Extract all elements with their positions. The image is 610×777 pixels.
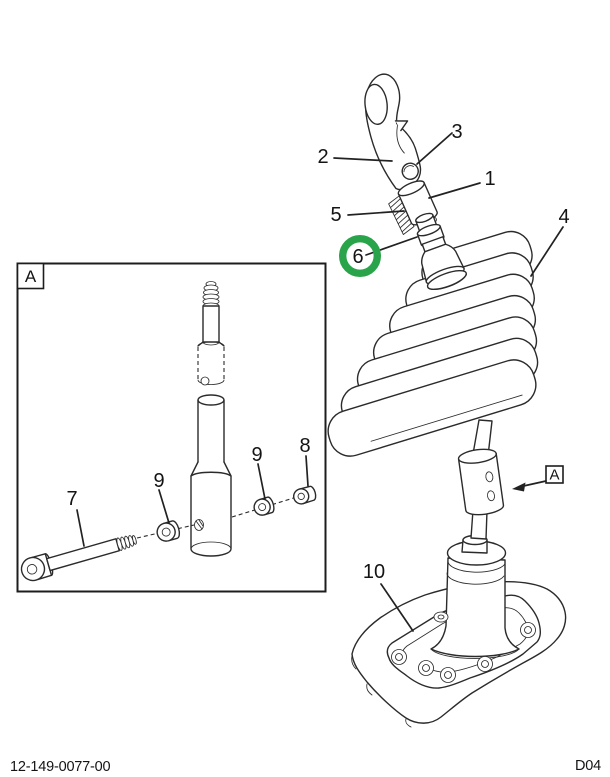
detail-bolt: [20, 535, 137, 582]
callout-part2: 2: [317, 146, 328, 168]
leader-part1: [428, 182, 481, 199]
detail-ref-label: A: [549, 467, 559, 484]
flange-bolt-holes: [391, 611, 536, 683]
tower-assembly: [351, 419, 567, 728]
footer-part-number: 12-149-0077-00: [10, 759, 111, 775]
leader-part10: [380, 583, 414, 632]
detail-ref-arrow-icon: [512, 482, 526, 492]
callout-part4: 4: [558, 206, 569, 228]
leader-part8: [305, 455, 309, 487]
flange-inner-rim: [401, 607, 529, 673]
leader-part9-right: [257, 463, 266, 500]
handle-thumb-ridge: [396, 125, 405, 154]
callout-part9-right: 9: [251, 444, 262, 466]
handle-grip: [364, 73, 422, 191]
detail-box-label: A: [25, 267, 37, 286]
handle-tab: [394, 120, 409, 132]
leader-part5: [347, 210, 405, 216]
detail-nut: [292, 485, 317, 505]
detail-view-box: A: [16, 262, 327, 593]
callout-part3: 3: [451, 121, 462, 143]
tower-ring-2: [446, 572, 505, 585]
callout-part9-left: 9: [153, 470, 164, 492]
detail-ref-frame: [545, 465, 564, 484]
callout-part8: 8: [299, 435, 310, 457]
callout-part6: 6: [352, 246, 363, 268]
leader-part7: [76, 509, 85, 547]
tower-cylinder: [430, 557, 520, 658]
detail-reference: A: [512, 465, 564, 492]
gasket-edge-thickness: [351, 655, 412, 728]
callout-part5: 5: [330, 204, 341, 226]
footer-page-code: D04: [575, 758, 601, 774]
threaded-stud: [388, 195, 415, 235]
handle-grip-hole: [364, 83, 388, 125]
leader-part3: [416, 132, 453, 165]
detail-box-label-frame: [16, 262, 45, 290]
adjuster-ferrule: [415, 212, 468, 290]
leader-part2: [333, 157, 393, 162]
detail-lower-shaft: [190, 394, 232, 557]
callout-part1: 1: [484, 168, 495, 190]
main-callouts: 2 3 1 5 4 10 6 A: [317, 121, 570, 632]
leader-part4: [530, 226, 564, 277]
callout-part10: 10: [363, 561, 385, 583]
highlight-circle-part6: [339, 234, 382, 277]
shaft-coupler: [457, 448, 505, 516]
detail-washer-left: [156, 520, 181, 542]
shift-boot: [327, 230, 539, 457]
detail-upper-shaft: [197, 281, 225, 386]
callout-part7: 7: [66, 488, 77, 510]
tower-ring-1: [447, 560, 506, 573]
detail-box-border: [16, 262, 327, 593]
leader-part9-left: [158, 489, 170, 524]
detail-washer-right: [253, 496, 275, 516]
tower-base-arc: [430, 648, 520, 659]
